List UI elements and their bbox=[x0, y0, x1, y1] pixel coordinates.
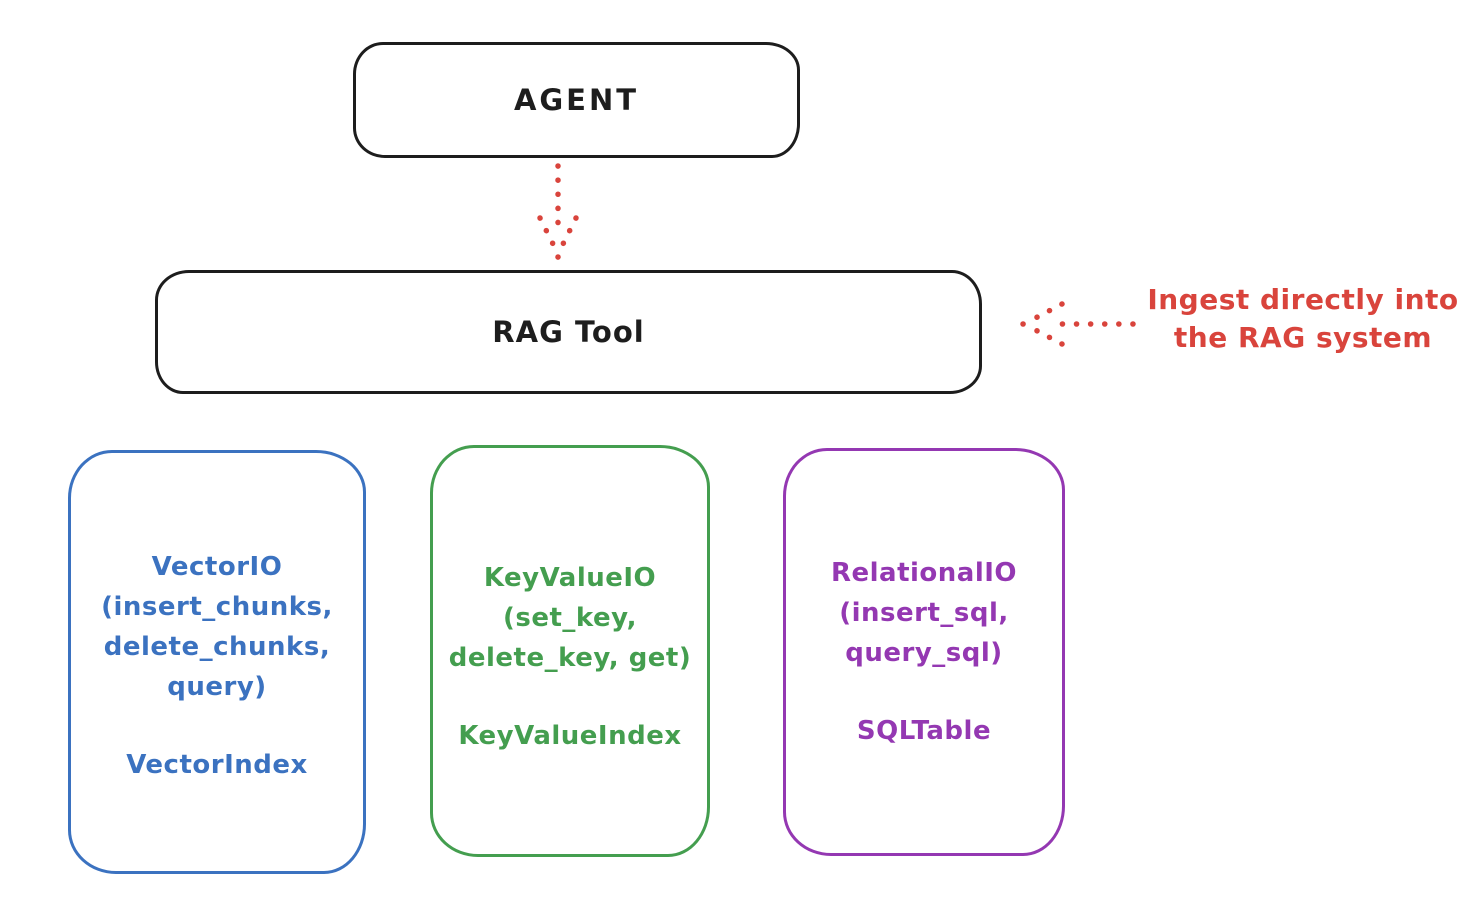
rag-tool-label: RAG Tool bbox=[492, 315, 645, 349]
vector-io-name: VectorIO bbox=[151, 552, 283, 582]
relational-io-text: RelationalIO (insert_sql, query_sql) SQL… bbox=[786, 451, 1062, 751]
keyvalue-io-name: KeyValueIO bbox=[483, 563, 657, 593]
keyvalue-io-arg: delete_key, get) bbox=[448, 643, 692, 673]
vector-io-arg: (insert_chunks, bbox=[101, 592, 333, 622]
relational-io-arg: (insert_sql, bbox=[839, 598, 1009, 628]
keyvalue-io-box: KeyValueIO (set_key, delete_key, get) Ke… bbox=[430, 445, 710, 857]
relational-io-box: RelationalIO (insert_sql, query_sql) SQL… bbox=[783, 448, 1065, 856]
spacer bbox=[71, 707, 363, 745]
ingest-annotation-line2: the RAG system bbox=[1173, 321, 1433, 354]
agent-to-rag-dotted-arrow-icon bbox=[537, 163, 579, 260]
ingest-annotation-line1: Ingest directly into bbox=[1147, 283, 1459, 316]
sql-table-label: SQLTable bbox=[856, 716, 992, 746]
rag-tool-node: RAG Tool bbox=[155, 270, 982, 394]
spacer bbox=[786, 673, 1062, 711]
vector-io-arg: query) bbox=[167, 672, 267, 702]
vector-index-label: VectorIndex bbox=[126, 750, 308, 780]
vector-io-box: VectorIO (insert_chunks, delete_chunks, … bbox=[68, 450, 366, 874]
ingest-dotted-arrow-icon bbox=[1020, 301, 1136, 347]
ingest-annotation: Ingest directly into the RAG system bbox=[1128, 281, 1478, 357]
vector-io-arg: delete_chunks, bbox=[103, 632, 331, 662]
relational-io-arg: query_sql) bbox=[845, 638, 1003, 668]
keyvalue-io-arg: (set_key, bbox=[503, 603, 637, 633]
agent-label: AGENT bbox=[513, 83, 640, 117]
keyvalue-index-label: KeyValueIndex bbox=[458, 721, 682, 751]
agent-node: AGENT bbox=[353, 42, 800, 158]
relational-io-name: RelationalIO bbox=[830, 558, 1018, 588]
keyvalue-io-text: KeyValueIO (set_key, delete_key, get) Ke… bbox=[433, 448, 707, 756]
vector-io-text: VectorIO (insert_chunks, delete_chunks, … bbox=[71, 453, 363, 785]
spacer bbox=[433, 678, 707, 716]
